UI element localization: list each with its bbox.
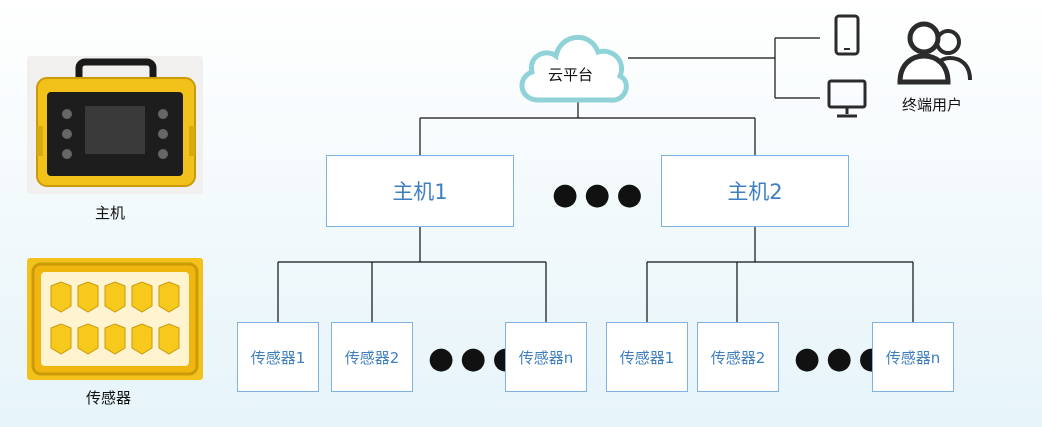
sensor-tile	[50, 281, 72, 313]
sensor-box-2-n: 传感器n	[872, 322, 954, 392]
phone-icon	[834, 14, 860, 56]
sensor-box-1-1: 传感器1	[237, 322, 319, 392]
host-photo-caption: 主机	[95, 204, 126, 222]
users-icon	[897, 21, 972, 85]
host2-sensor-line	[646, 227, 914, 322]
sensor-tile	[104, 281, 126, 313]
sensor-case-photo	[27, 258, 203, 380]
sensor-box-1-n: 传感器n	[505, 322, 587, 392]
host1-sensor-line	[277, 227, 547, 322]
sensor-tile	[131, 323, 153, 355]
sensor-tile	[50, 323, 72, 355]
sensor-tile	[131, 281, 153, 313]
host-ellipsis: ●●●	[552, 177, 649, 212]
sensor-ellipsis-1: ●●●	[428, 341, 525, 376]
sensor-box-2-2: 传感器2	[697, 322, 779, 392]
host-box-2: 主机2	[661, 155, 849, 227]
sensor-tile	[77, 281, 99, 313]
cloud-host-line	[419, 100, 756, 155]
cloud-terminal-line	[628, 37, 820, 99]
host-box-1: 主机1	[326, 155, 514, 227]
sensor-tile	[158, 323, 180, 355]
cloud-icon	[519, 34, 629, 103]
cloud-platform-label: 云平台	[548, 66, 594, 84]
terminal-users-label: 终端用户	[902, 96, 963, 114]
sensor-tile	[104, 323, 126, 355]
sensor-tile	[77, 323, 99, 355]
monitor-icon	[827, 79, 867, 118]
sensor-photo-caption: 传感器	[86, 389, 132, 407]
sensor-tile	[158, 281, 180, 313]
host-device-photo	[27, 56, 203, 194]
sensor-box-2-1: 传感器1	[606, 322, 688, 392]
sensor-ellipsis-2: ●●●	[794, 341, 891, 376]
sensor-box-1-2: 传感器2	[331, 322, 413, 392]
